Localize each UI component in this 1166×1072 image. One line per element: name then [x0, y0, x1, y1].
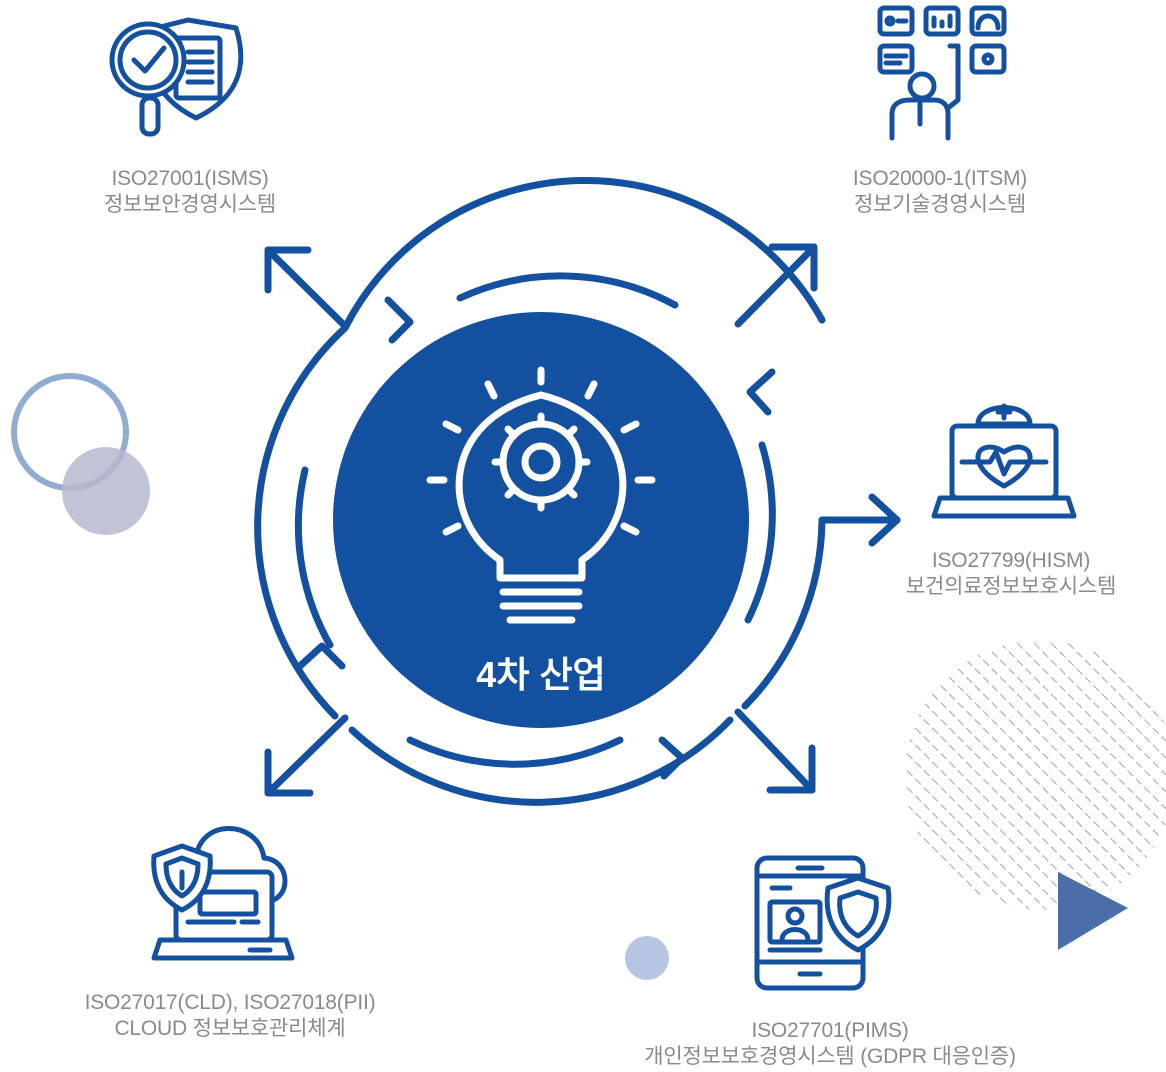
- hism-label: ISO27799(HISM) 보건의료정보보호시스템: [878, 548, 1144, 600]
- inner-arc-right: [744, 441, 776, 624]
- security-audit-icon: [109, 17, 244, 137]
- pims-code: ISO27701(PIMS): [751, 1019, 909, 1042]
- it-management-icon: [877, 5, 1007, 141]
- cloud-label: ISO27017(CLD), ISO27018(PII) CLOUD 정보보호관…: [40, 990, 420, 1042]
- hism-code: ISO27799(HISM): [931, 549, 1091, 572]
- inner-arc-left: [294, 466, 334, 649]
- hism-name: 보건의료정보보호시스템: [905, 575, 1117, 598]
- arrow-top-right: [734, 243, 818, 328]
- isms-label: ISO27001(ISMS) 정보보안경영시스템: [60, 166, 320, 218]
- arrow-top-left: [264, 246, 349, 330]
- arrow-right: [818, 493, 901, 547]
- arrow-bottom-right: [734, 708, 816, 794]
- outer-ring-segments: [254, 176, 826, 806]
- decor-triangle: [1058, 872, 1128, 950]
- cloud-name: CLOUD 정보보호관리체계: [114, 1017, 346, 1040]
- privacy-tablet-icon: [754, 855, 892, 991]
- inner-arc-top: [456, 272, 679, 309]
- pims-name: 개인정보보호경영시스템 (GDPR 대응인증): [644, 1045, 1016, 1068]
- itsm-label: ISO20000-1(ITSM) 정보기술경영시스템: [810, 166, 1070, 218]
- lightbulb-gear-icon: [426, 366, 656, 624]
- itsm-name: 정보기술경영시스템: [853, 193, 1027, 216]
- center-title: 4차 산업: [476, 654, 606, 695]
- isms-code: ISO27001(ISMS): [111, 167, 269, 190]
- ring-notch-bottom: [658, 736, 686, 780]
- decor-grey-circle: [62, 447, 150, 535]
- inner-arc-bottom: [406, 736, 624, 768]
- ring-notch-left: [296, 642, 346, 670]
- ring-notch-right: [746, 368, 776, 416]
- cloud-security-icon: [151, 826, 295, 961]
- ring-notch-top: [384, 296, 414, 344]
- decor-small-dot: [625, 936, 669, 980]
- center-circle: [333, 312, 749, 728]
- pims-label: ISO27701(PIMS) 개인정보보호경영시스템 (GDPR 대응인증): [600, 1018, 1060, 1070]
- itsm-code: ISO20000-1(ITSM): [852, 167, 1028, 190]
- isms-name: 정보보안경영시스템: [103, 193, 277, 216]
- arrows: [264, 243, 901, 797]
- decor-hatch-circle: [905, 640, 1166, 910]
- center-ring: [254, 176, 826, 806]
- arrow-bottom-left: [264, 714, 349, 797]
- healthcare-laptop-icon: [931, 403, 1077, 519]
- cloud-code: ISO27017(CLD), ISO27018(PII): [84, 991, 376, 1014]
- decorations: [11, 373, 1166, 980]
